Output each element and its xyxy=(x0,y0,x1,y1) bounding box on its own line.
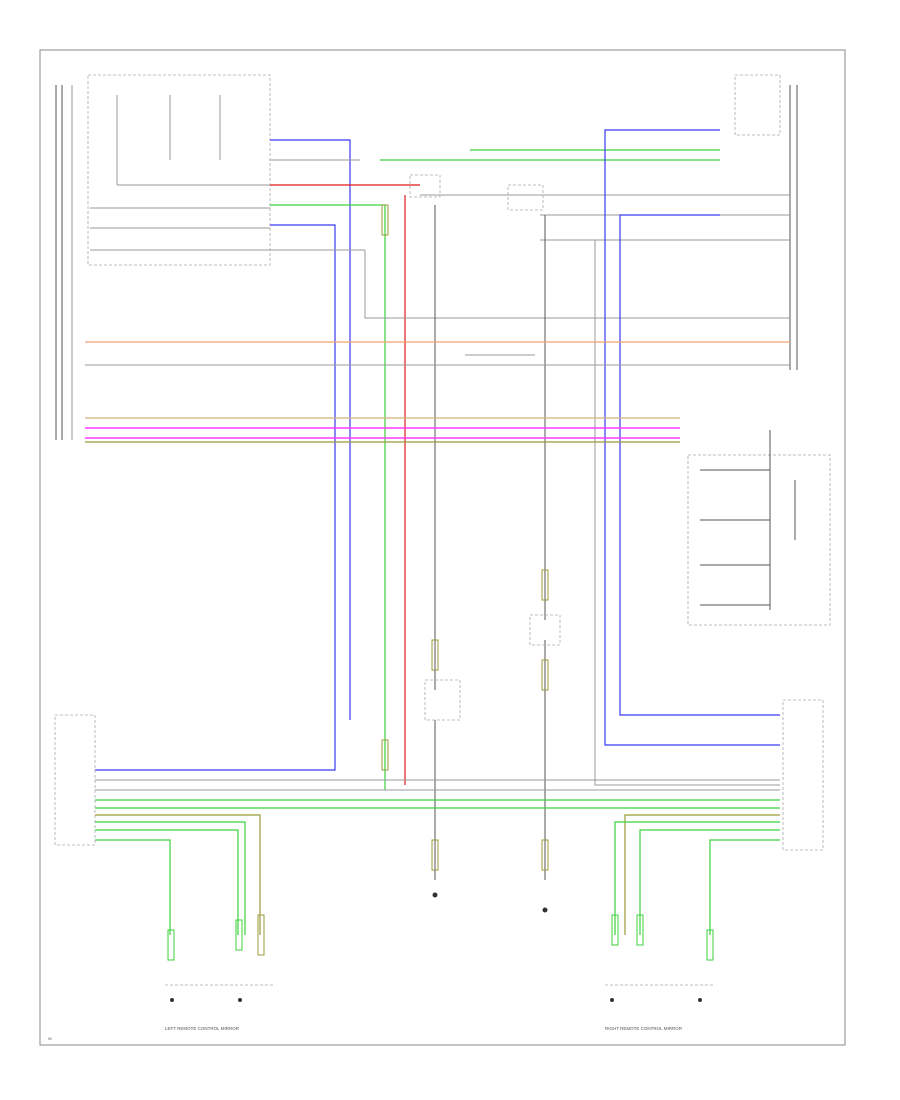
diagram-frame xyxy=(39,49,846,1046)
olive-connector xyxy=(431,639,439,671)
right-connector-strip xyxy=(734,74,798,370)
lower-harness xyxy=(54,699,824,935)
middle-bus xyxy=(85,341,790,443)
left-connector-strip xyxy=(55,74,271,440)
page-code: W xyxy=(48,1036,52,1041)
remote-switch-box xyxy=(687,430,831,626)
top-harness xyxy=(90,129,790,790)
left-motor-label: LEFT REMOTE CONTROL MIRROR xyxy=(165,1026,240,1031)
mirror-motors: LEFT REMOTE CONTROL MIRROR RIGHT REMOTE … xyxy=(165,914,715,1031)
right-motor-label: RIGHT REMOTE CONTROL MIRROR xyxy=(605,1026,683,1031)
center-relays xyxy=(381,174,561,913)
